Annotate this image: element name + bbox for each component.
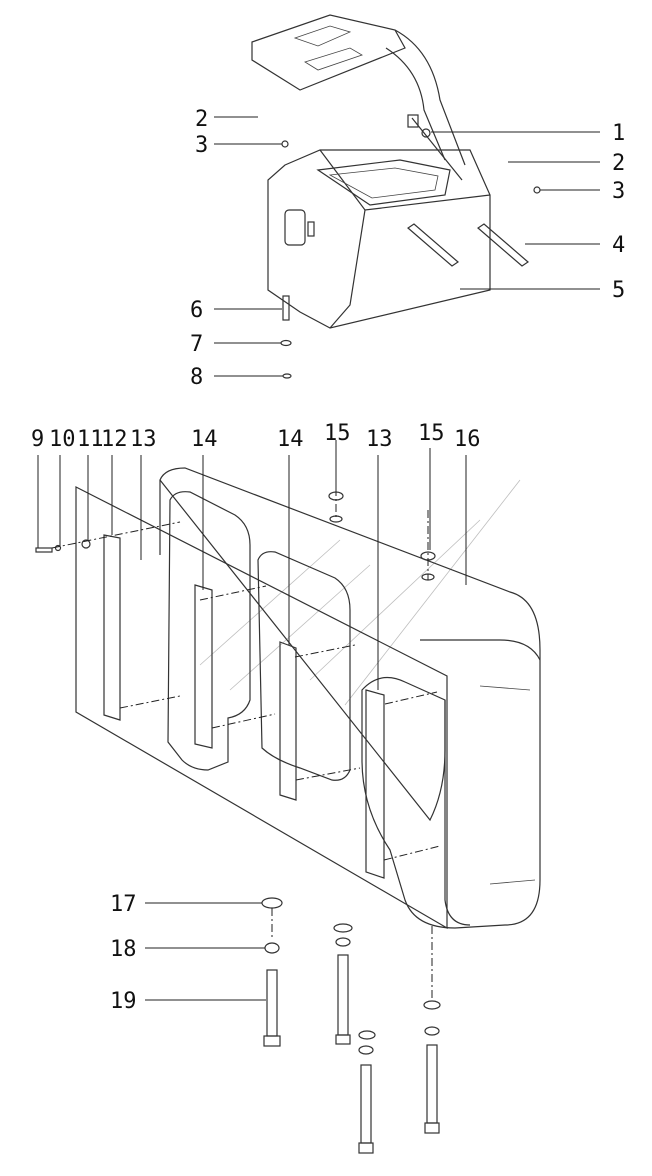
spacer-bar-14a [194, 584, 213, 749]
nut-18 [264, 942, 280, 954]
counterweight-body-edge [159, 467, 541, 929]
bolt-b [337, 954, 349, 1036]
lid-label-plate-2 [304, 47, 363, 71]
washer-3-right [533, 186, 541, 194]
callout-17: 17 [110, 892, 137, 917]
callouts: 2 3 1 2 3 4 5 6 7 8 9 10 11 12 13 14 14 … [31, 107, 625, 1014]
washer-3-left [281, 140, 289, 148]
washer-c [358, 1030, 376, 1040]
spacer-bar-13b [365, 689, 385, 879]
bolt-6 [282, 295, 290, 321]
lid-support-arm [394, 29, 466, 166]
callout-right-4: 4 [612, 233, 625, 258]
hood-top-opening [316, 159, 451, 206]
bolt-head-c [358, 1142, 374, 1154]
side-vent [284, 209, 306, 246]
bolt-head-b [335, 1034, 351, 1045]
spacer-bar-12 [103, 534, 121, 721]
hinge-pin-1 [421, 128, 431, 138]
hood-body-edge-2 [329, 209, 366, 329]
bolt-stacks [261, 897, 441, 1154]
callout-left-2: 2 [195, 107, 208, 132]
nut-b [335, 937, 351, 947]
washer-d [423, 1000, 441, 1010]
hood-body [267, 149, 491, 329]
strut-bracket [407, 114, 419, 128]
callout-16: 16 [454, 427, 481, 452]
callout-7: 7 [190, 332, 203, 357]
callout-left-3: 3 [195, 133, 208, 158]
bolt-19 [266, 969, 278, 1037]
callout-14a: 14 [191, 427, 218, 452]
callout-11: 11 [77, 427, 104, 452]
callout-6: 6 [190, 298, 203, 323]
nut-d [424, 1026, 440, 1036]
seal-strip-right [477, 223, 529, 267]
nut-c [358, 1045, 374, 1055]
callout-15b: 15 [418, 421, 445, 446]
counterweight-pocket-1 [167, 491, 251, 771]
callout-right-1: 1 [612, 121, 625, 146]
bolt-c [360, 1064, 372, 1144]
hood-body-edge [319, 149, 491, 211]
bolt-head-d [424, 1122, 440, 1134]
counterweight-top-band [420, 639, 541, 661]
seal-strip-left [407, 223, 459, 267]
counterweight-pocket-2 [257, 551, 351, 781]
spacer-bar-14b [279, 641, 297, 801]
callout-19: 19 [110, 989, 137, 1014]
washer-11 [81, 539, 91, 549]
callout-8: 8 [190, 365, 203, 390]
nut-8 [282, 373, 292, 379]
hood-lid [251, 14, 406, 91]
callout-right-3: 3 [612, 179, 625, 204]
callout-right-5: 5 [612, 278, 625, 303]
counterweight-face [444, 700, 471, 926]
callout-13b: 13 [366, 427, 393, 452]
washer-17 [261, 897, 283, 909]
bolt-head-19 [263, 1035, 281, 1047]
callout-right-2: 2 [612, 151, 625, 176]
callout-15a: 15 [324, 421, 351, 446]
callout-12: 12 [101, 427, 128, 452]
callout-9: 9 [31, 427, 44, 452]
washer-b [333, 923, 353, 933]
counterweight-assembly [35, 440, 541, 1000]
callout-10: 10 [49, 427, 76, 452]
callout-18: 18 [110, 937, 137, 962]
bottom-leader-lines [37, 448, 467, 1001]
bolt-d [426, 1044, 438, 1124]
callout-13a: 13 [130, 427, 157, 452]
hood-top-opening-inner [328, 167, 439, 199]
washer-10 [54, 544, 62, 552]
gas-strut [411, 117, 463, 181]
lid-support-arm-inner [385, 47, 446, 161]
front-plate-13 [75, 486, 448, 930]
callout-14b: 14 [277, 427, 304, 452]
bolt-9 [35, 547, 53, 553]
side-latch [307, 221, 315, 237]
washer-7 [280, 339, 292, 347]
top-leader-lines [214, 116, 600, 377]
lid-label-plate [293, 25, 352, 47]
engine-hood-assembly [251, 14, 541, 379]
